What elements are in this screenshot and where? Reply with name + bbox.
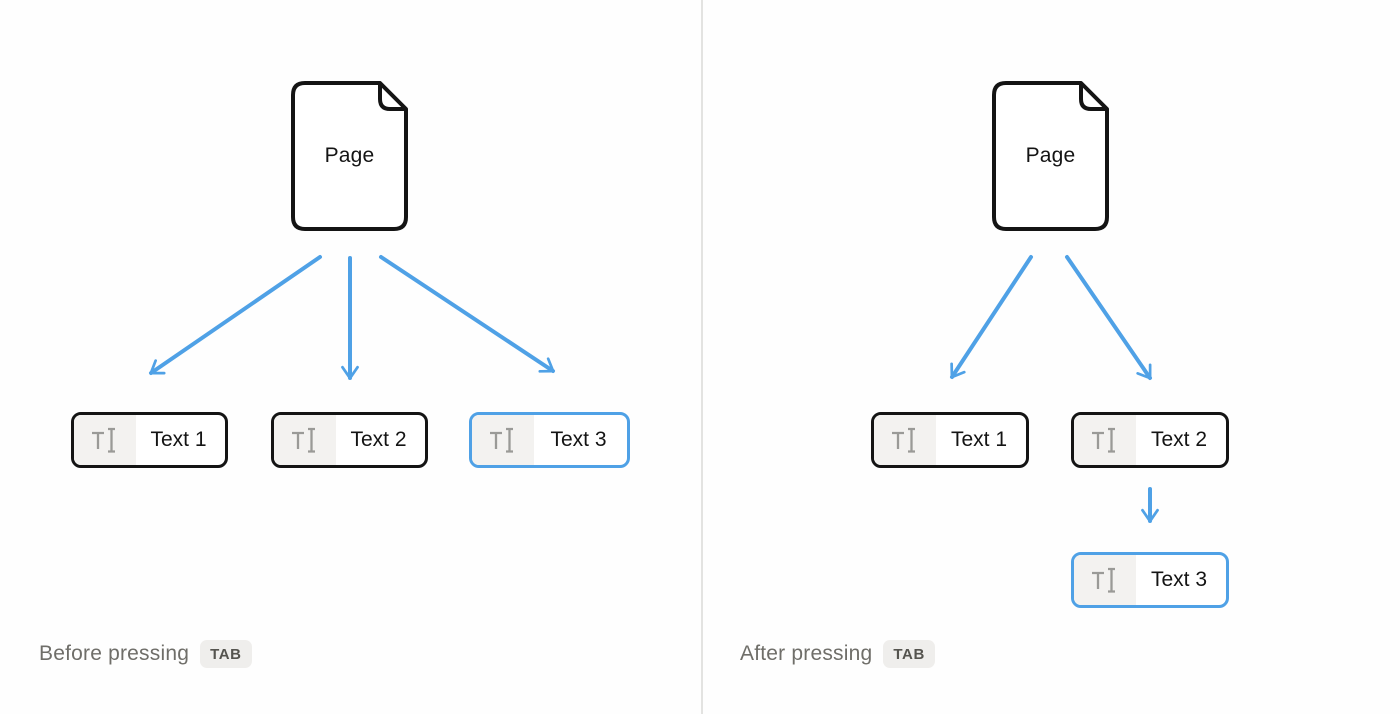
document-icon [291,81,408,231]
text-cursor-icon [1074,555,1136,605]
text-block-label: Text 3 [1150,568,1208,591]
page-node: Page [291,81,408,231]
tab-key-badge: TAB [200,640,252,668]
text-block-2[interactable]: Text 2 [1071,412,1229,468]
text-block-1[interactable]: Text 1 [71,412,228,468]
text-block-label: Text 2 [1150,428,1208,451]
panel-after-tab: Page Text 1 Text 2 [703,0,1400,714]
text-block-3-selected[interactable]: Text 3 [469,412,630,468]
arrow-page-to-text1 [950,255,1033,379]
text-block-2[interactable]: Text 2 [271,412,428,468]
arrow-page-to-text2 [1065,255,1152,380]
page-node: Page [992,81,1109,231]
page-label: Page [1025,144,1076,167]
caption-text: Before pressing [39,642,190,665]
tab-key-badge: TAB [883,640,935,668]
caption-after: After pressing TAB [740,640,935,668]
text-block-label: Text 1 [950,428,1008,451]
panel-before-tab: Page Text 1 Text 2 [39,81,630,668]
text-block-label: Text 1 [150,428,207,451]
text-block-3-selected[interactable]: Text 3 [1071,552,1229,608]
text-block-label: Text 3 [550,428,607,451]
panel-divider [701,0,703,714]
text-cursor-icon [74,415,136,465]
document-icon [992,81,1109,231]
text-cursor-icon [1074,415,1136,465]
arrow-page-to-text1 [149,255,322,375]
text-cursor-icon [472,415,534,465]
text-cursor-icon [274,415,336,465]
page-label: Page [324,144,375,167]
text-block-label: Text 2 [350,428,407,451]
caption-text: After pressing [740,642,873,665]
text-block-1[interactable]: Text 1 [871,412,1029,468]
text-cursor-icon [874,415,936,465]
caption-before: Before pressing TAB [39,640,252,668]
arrow-page-to-text3 [379,255,555,373]
